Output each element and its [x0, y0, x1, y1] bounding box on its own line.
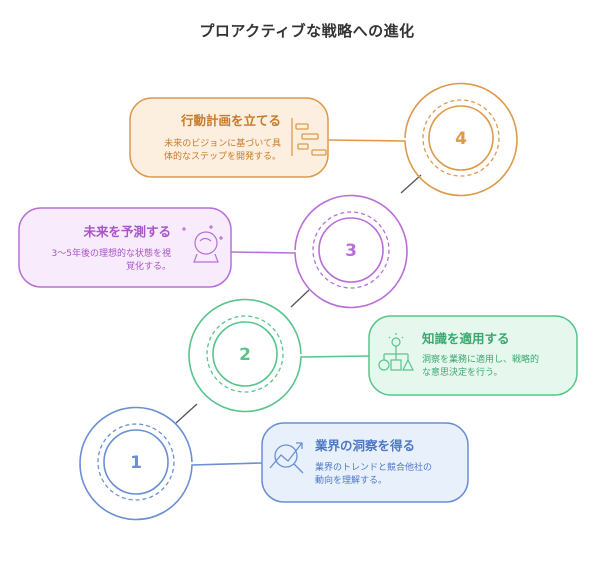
step-4-desc-line-2: 体的なステップを開発する。: [164, 150, 281, 162]
step-1-number: 1: [130, 453, 142, 473]
step-2-desc-line-2: な意思決定を行う。: [422, 366, 502, 378]
step-2-number: 2: [239, 345, 251, 365]
step-3: 3 未来を予測する 3〜5年後の理想的な状態を視 覚化する。: [18, 194, 408, 309]
step-4-number-disc: [428, 105, 494, 171]
step-4-card: [129, 97, 329, 178]
step-3-desc-line-1: 3〜5年後の理想的な状態を視: [52, 247, 171, 259]
step-4-desc-line-1: 未来のビジョンに基づいて具: [164, 137, 281, 149]
step-2-desc-line-1: 洞察を業務に適用し、戦略的: [422, 353, 539, 365]
step-1-outer-ring: [79, 406, 263, 521]
trend-magnifier-icon: [269, 442, 304, 474]
step-3-heading: 未来を予測する: [82, 224, 171, 239]
step-3-card: [18, 207, 232, 288]
step-3-desc-line-2: 覚化する。: [126, 260, 171, 272]
step-3-outer-ring: [230, 194, 408, 309]
connector-1-2: [175, 403, 198, 424]
connector-3-4: [400, 174, 422, 194]
step-1-number-disc: [103, 429, 169, 495]
step-4-inner-ring: [422, 99, 500, 177]
decision-tree-icon: [378, 333, 414, 371]
page-title: プロアクティブな戦略への進化: [199, 22, 415, 40]
step-3-inner-ring: [312, 211, 390, 289]
step-2: 2 知識を適用する 洞察を業務に適用し、戦略的 な意思決定を行う。: [188, 298, 578, 413]
step-3-number-disc: [318, 217, 384, 283]
step-2-heading: 知識を適用する: [421, 331, 510, 346]
step-2-number-disc: [212, 321, 278, 387]
connector-2-3: [290, 289, 310, 308]
step-1-card: [261, 422, 469, 503]
step-2-card: [368, 315, 578, 396]
step-2-outer-ring: [188, 298, 370, 413]
step-4-outer-ring: [327, 82, 518, 197]
step-4-heading: 行動計画を立てる: [180, 113, 281, 128]
gantt-chart-icon: [291, 118, 327, 156]
step-1-inner-ring: [97, 423, 175, 501]
step-1: 1 業界の洞察を得る 業界のトレンドと競合他社の 動向を理解する。: [79, 406, 469, 521]
step-4: 4 行動計画を立てる 未来のビジョンに基づいて具 体的なステップを開発する。: [129, 82, 518, 197]
crystal-ball-icon: [182, 225, 223, 263]
step-1-desc-line-2: 動向を理解する。: [315, 474, 387, 486]
step-4-number: 4: [455, 129, 467, 149]
step-1-desc-line-1: 業界のトレンドと競合他社の: [315, 461, 432, 473]
step-3-number: 3: [345, 241, 357, 261]
step-2-inner-ring: [206, 315, 284, 393]
step-1-heading: 業界の洞察を得る: [314, 438, 415, 453]
